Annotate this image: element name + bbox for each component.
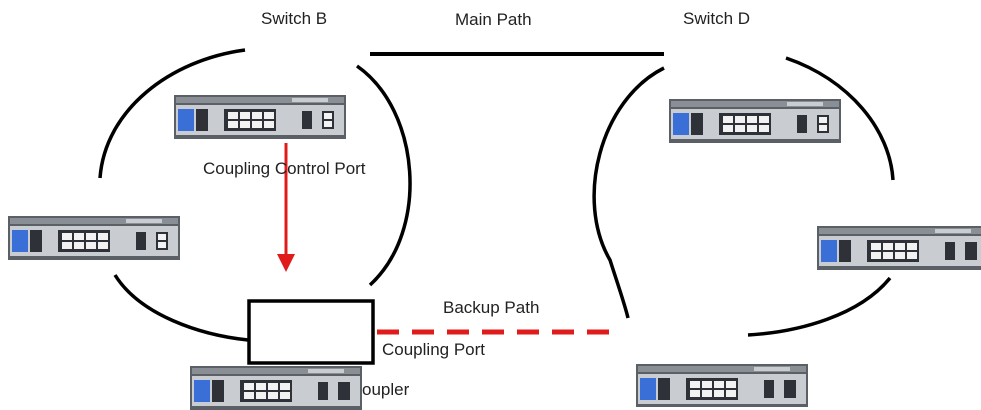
right-ring-bottom-arc <box>747 276 892 337</box>
switch-b-label: Switch B <box>261 9 328 28</box>
main-path-label: Main Path <box>455 10 532 29</box>
switch-right-device <box>817 226 981 270</box>
ethernet-switch-icon <box>817 226 981 270</box>
switch-bottom-right-device <box>636 364 808 407</box>
switch-d-label: Switch D <box>683 9 751 28</box>
backup-path-label: Backup Path <box>443 298 540 317</box>
ethernet-switch-icon <box>174 95 346 139</box>
switch-d-device <box>669 99 841 143</box>
left-ring-top-arc <box>98 48 246 179</box>
coupler-box <box>247 299 375 365</box>
coupling-control-port-label: Coupling Control Port <box>203 159 366 178</box>
switch-b-device <box>174 95 346 139</box>
ethernet-switch-icon <box>669 99 841 143</box>
ethernet-switch-icon <box>636 364 808 407</box>
coupling-port-label: Coupling Port <box>382 340 486 359</box>
right-ring-top-arc <box>785 56 895 181</box>
coupler-label: oupler <box>362 380 410 400</box>
ethernet-switch-icon <box>190 366 362 410</box>
ethernet-switch-icon <box>8 216 180 260</box>
coupling-control-arrow-head <box>277 254 295 272</box>
left-ring-bottom-arc <box>113 274 249 342</box>
switch-coupler-device <box>190 366 362 410</box>
left-ring-right-arc <box>355 64 412 287</box>
right-ring-left-arc <box>592 66 665 319</box>
switch-left-device <box>8 216 180 260</box>
